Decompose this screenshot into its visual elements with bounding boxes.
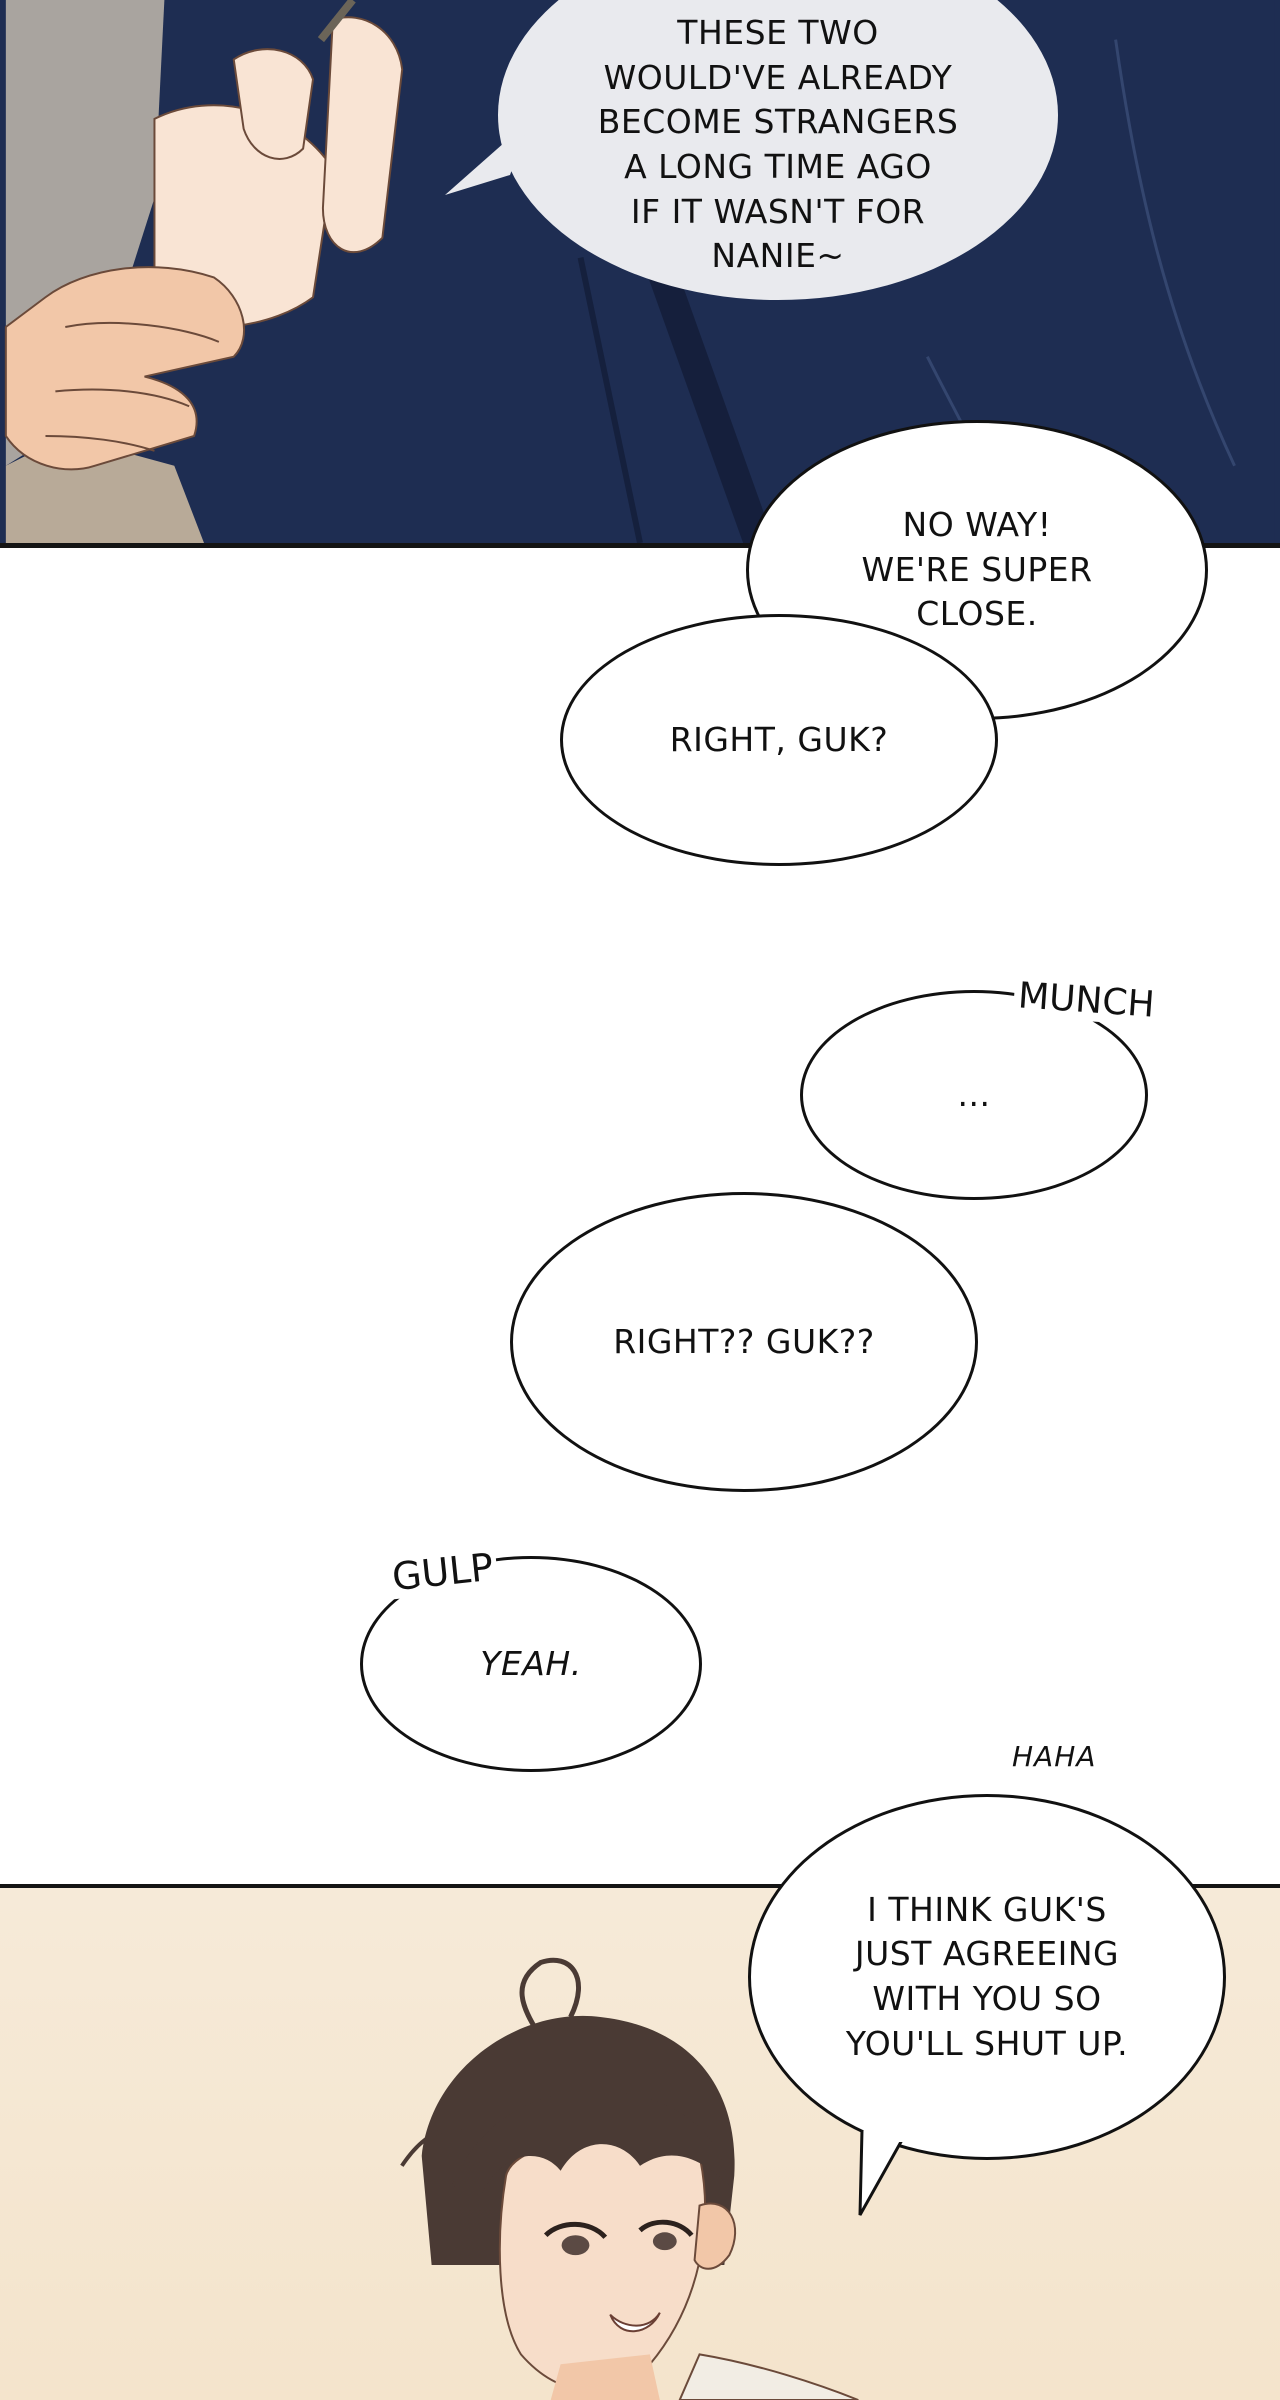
speech-bubble-right-guk-2: RIGHT?? GUK?? — [510, 1192, 978, 1492]
boy-illustration — [400, 1957, 859, 2400]
bubble-line: THESE TWO — [677, 13, 879, 53]
bubble-line: BECOME STRANGERS — [597, 102, 959, 142]
bubble-line: WITH YOU SO — [872, 1979, 1102, 2018]
bubble-line: YOU'LL SHUT UP. — [845, 2023, 1129, 2063]
bubble-text: ... — [957, 1074, 991, 1114]
bubble-text: RIGHT, GUK? — [669, 719, 889, 759]
sfx-haha: HAHA — [1012, 1740, 1097, 1773]
bubble-line: NO WAY! — [902, 505, 1052, 545]
bubble-line: A LONG TIME AGO — [624, 147, 932, 186]
panel-top: THESE TWO WOULD'VE ALREADY BECOME STRANG… — [0, 0, 1280, 548]
bubble-line: JUST AGREEING — [854, 1934, 1120, 1974]
speech-bubble-strangers: THESE TWO WOULD'VE ALREADY BECOME STRANG… — [498, 0, 1058, 300]
bubble-line: IF IT WASN'T FOR — [630, 191, 926, 231]
bubble-text: YEAH. — [480, 1643, 582, 1683]
bubble-tail — [858, 2130, 904, 2216]
speech-bubble-right-guk: RIGHT, GUK? — [560, 614, 998, 866]
bubble-line: I THINK GUK'S — [867, 1889, 1107, 1929]
bubble-tail — [445, 120, 530, 195]
bubble-text: RIGHT?? GUK?? — [613, 1321, 875, 1361]
bubble-line: NANIE~ — [711, 236, 845, 276]
bubble-line: WE'RE SUPER — [861, 549, 1093, 589]
speech-bubble-ellipsis: ... — [800, 990, 1148, 1200]
speech-bubble-shut-up: I THINK GUK'S JUST AGREEING WITH YOU SO … — [748, 1794, 1226, 2160]
bubble-line: WOULD'VE ALREADY — [603, 57, 953, 97]
bubble-line: CLOSE. — [916, 594, 1038, 634]
